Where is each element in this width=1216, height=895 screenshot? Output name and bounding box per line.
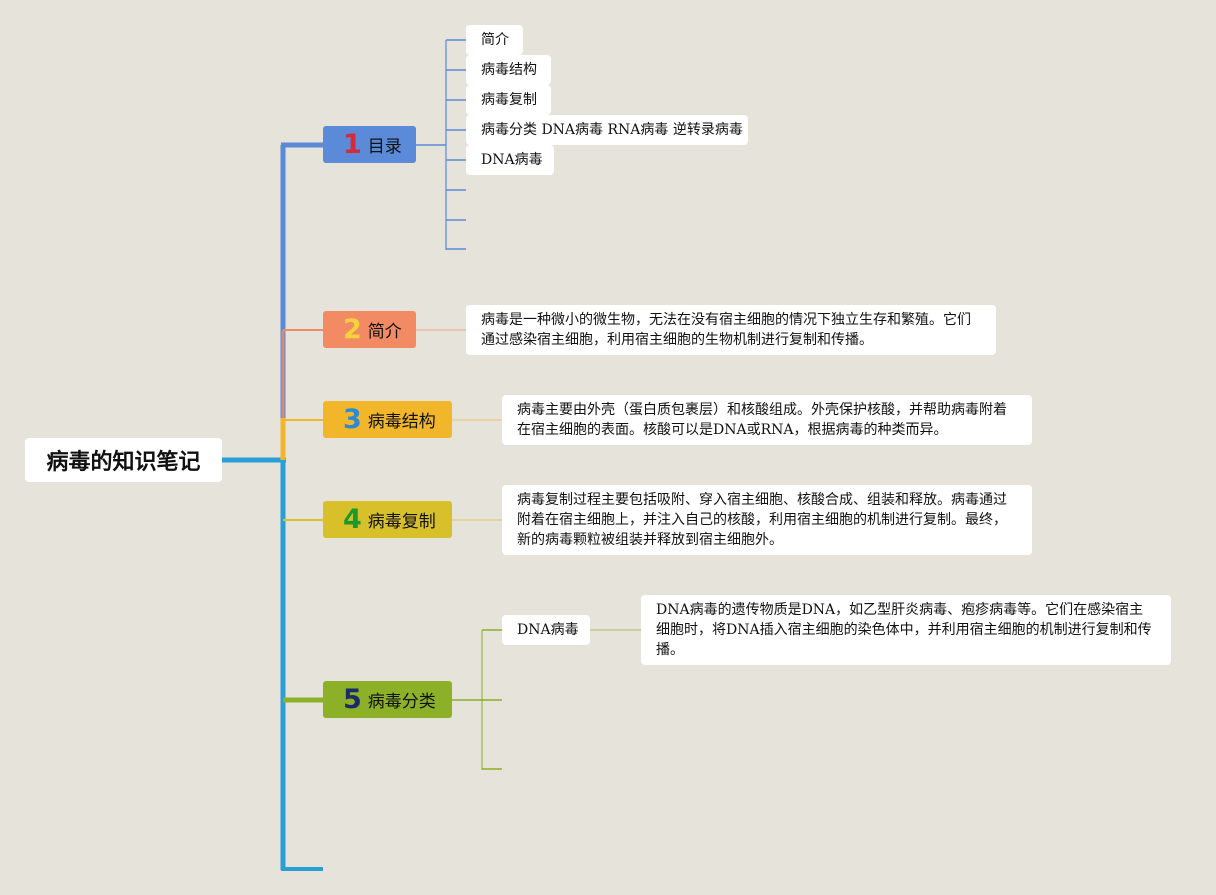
branch-intro[interactable]: 2 简介	[323, 311, 416, 348]
branch-structure[interactable]: 3 病毒结构	[323, 401, 452, 438]
toc-item[interactable]: 简介	[466, 25, 523, 55]
toc-item[interactable]: 病毒结构	[466, 55, 551, 85]
branch-label: 简介	[367, 322, 402, 342]
branch-label: 目录	[367, 137, 402, 157]
branch-label: 病毒结构	[367, 412, 436, 432]
branch-number: 2	[343, 314, 362, 345]
branch-number: 5	[343, 684, 362, 715]
structure-text[interactable]: 病毒主要由外壳（蛋白质包裹层）和核酸组成。外壳保护核酸，并帮助病毒附着在宿主细胞…	[502, 395, 1032, 445]
branch-number: 1	[343, 129, 362, 160]
root-topic[interactable]: 病毒的知识笔记	[25, 438, 222, 482]
dna-virus-text[interactable]: DNA病毒的遗传物质是DNA，如乙型肝炎病毒、疱疹病毒等。它们在感染宿主细胞时，…	[641, 595, 1171, 665]
branch-label: 病毒复制	[367, 512, 436, 532]
branch-replication[interactable]: 4 病毒复制	[323, 501, 452, 538]
replication-text[interactable]: 病毒复制过程主要包括吸附、穿入宿主细胞、核酸合成、组装和释放。病毒通过附着在宿主…	[502, 485, 1032, 555]
toc-item[interactable]: DNA病毒	[466, 145, 554, 175]
branch-label: 病毒分类	[367, 692, 436, 712]
branch-classification[interactable]: 5 病毒分类	[323, 681, 452, 718]
toc-item[interactable]: 病毒分类 DNA病毒 RNA病毒 逆转录病毒	[466, 115, 748, 145]
toc-item[interactable]: 病毒复制	[466, 85, 551, 115]
intro-text[interactable]: 病毒是一种微小的微生物，无法在没有宿主细胞的情况下独立生存和繁殖。它们通过感染宿…	[466, 305, 996, 355]
branch-number: 3	[343, 404, 362, 435]
dna-virus-node[interactable]: DNA病毒	[502, 615, 590, 645]
branch-toc[interactable]: 1 目录	[323, 126, 416, 163]
branch-number: 4	[343, 504, 362, 535]
